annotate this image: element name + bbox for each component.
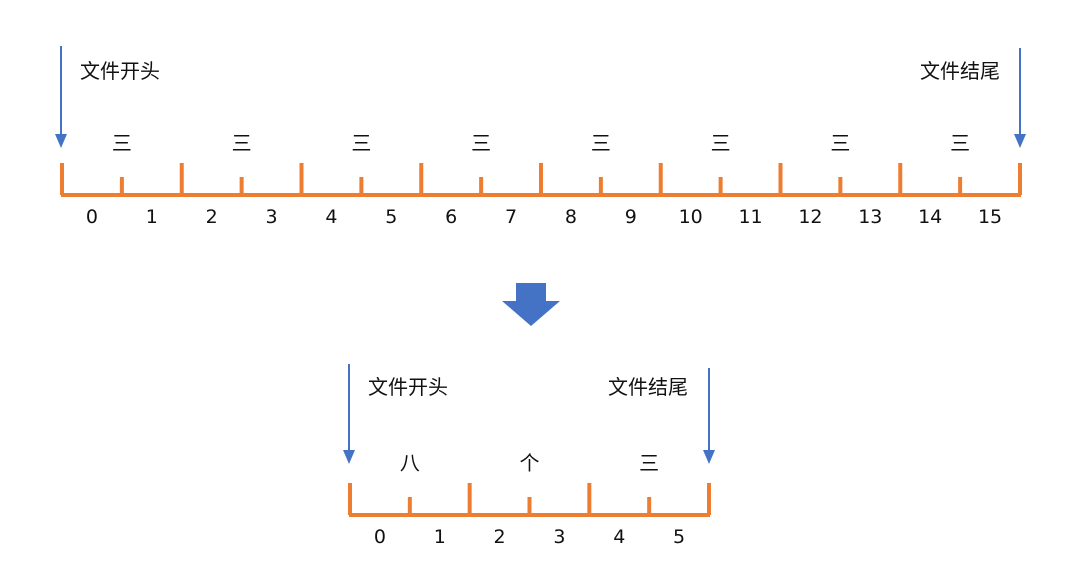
index-label: 8: [565, 206, 577, 228]
char-label: 三: [232, 131, 252, 155]
char-label: 三: [639, 451, 659, 475]
char-label: 三: [351, 131, 371, 155]
bottom-index-row: 0 1 2 3 4 5: [374, 526, 685, 548]
top-end-label: 文件结尾: [920, 59, 1000, 83]
index-label: 1: [146, 206, 158, 228]
down-arrow-icon: [502, 283, 560, 326]
top-start-arrow: [55, 46, 67, 148]
index-label: 2: [494, 526, 506, 548]
top-end-arrow: [1014, 48, 1026, 148]
char-label: 个: [520, 451, 540, 475]
index-label: 5: [385, 206, 397, 228]
index-label: 1: [434, 526, 446, 548]
bottom-start-arrow: [343, 364, 355, 464]
bottom-start-label: 文件开头: [368, 375, 448, 399]
index-label: 9: [625, 206, 637, 228]
index-label: 3: [266, 206, 278, 228]
char-label: 三: [950, 131, 970, 155]
index-label: 2: [206, 206, 218, 228]
bottom-end-arrow: [703, 368, 715, 464]
char-label: 三: [711, 131, 731, 155]
char-label: 三: [471, 131, 491, 155]
index-label: 14: [918, 206, 942, 228]
char-label: 八: [400, 451, 420, 475]
char-label: 三: [830, 131, 850, 155]
bottom-char-row: 八个三: [400, 451, 659, 475]
index-label: 0: [374, 526, 386, 548]
index-label: 4: [325, 206, 337, 228]
index-label: 3: [553, 526, 565, 548]
top-char-row: 三三三三三三三三: [112, 131, 970, 155]
index-label: 4: [613, 526, 625, 548]
index-label: 11: [738, 206, 762, 228]
bottom-end-label: 文件结尾: [608, 375, 688, 399]
index-label: 15: [978, 206, 1002, 228]
index-label: 10: [679, 206, 703, 228]
index-label: 12: [798, 206, 822, 228]
index-label: 0: [86, 206, 98, 228]
char-label: 三: [112, 131, 132, 155]
top-start-label: 文件开头: [80, 59, 160, 83]
bottom-diagram: 文件开头 文件结尾 八 个 三 0 1 2 3 4 5: [343, 364, 715, 548]
index-label: 6: [445, 206, 457, 228]
char-label: 三: [591, 131, 611, 155]
top-ruler: [60, 163, 1022, 197]
index-label: 5: [673, 526, 685, 548]
index-label: 7: [505, 206, 517, 228]
bottom-ruler: [348, 483, 711, 517]
index-label: 13: [858, 206, 882, 228]
